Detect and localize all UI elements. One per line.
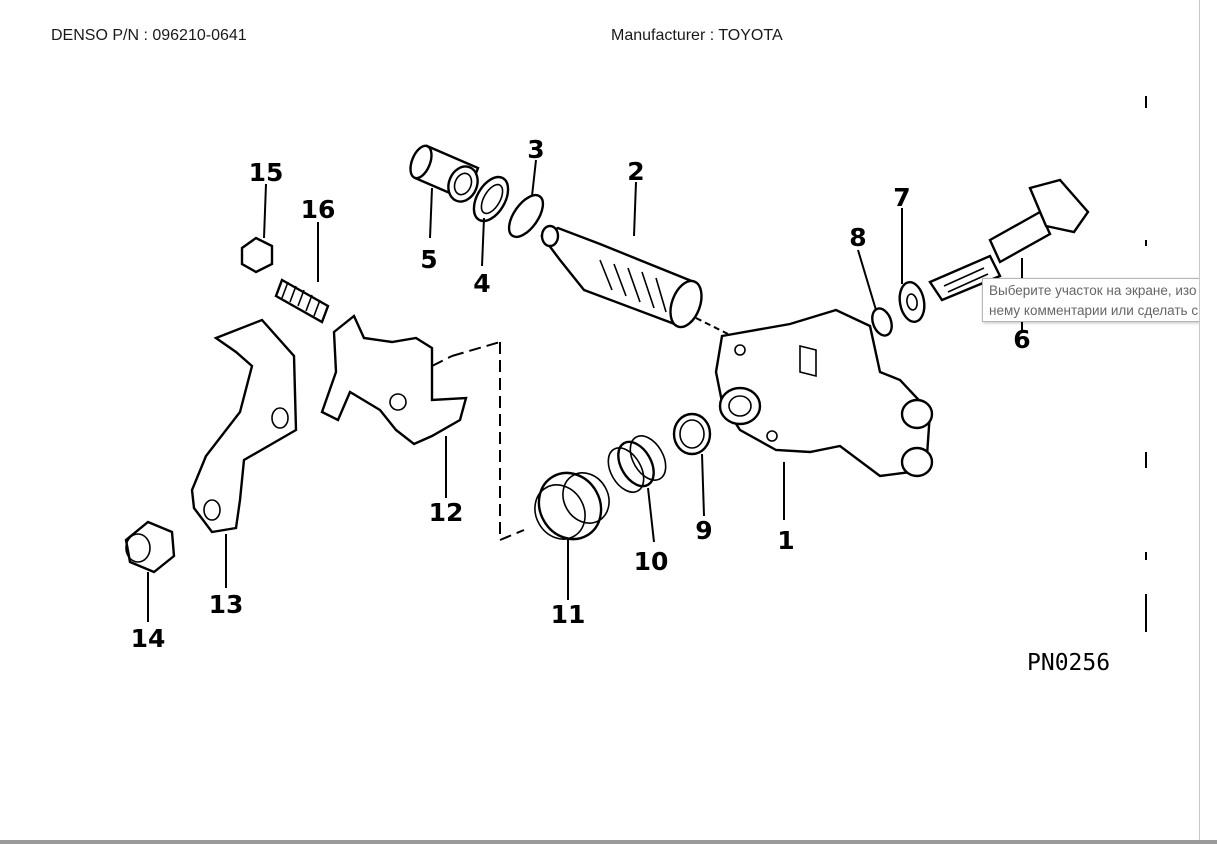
- part-16-screw: [274, 278, 330, 324]
- tooltip-line-2: нему комментарии или сделать с: [989, 303, 1199, 318]
- part-11-spring: [534, 471, 610, 541]
- callout-3: 3: [527, 135, 544, 164]
- callout-4: 4: [473, 269, 490, 298]
- part-13-lever-arm: [190, 318, 298, 534]
- part-5-sleeve: [409, 144, 480, 203]
- part-1-housing: [714, 308, 934, 478]
- callout-9: 9: [695, 516, 712, 545]
- part-number-label: DENSO P/N : 096210-0641: [51, 27, 247, 44]
- manufacturer-label: Manufacturer : TOYOTA: [611, 27, 783, 44]
- part-14-nut: [124, 520, 176, 574]
- part-9-bushing: [672, 412, 712, 456]
- callout-11: 11: [551, 600, 586, 629]
- callout-5: 5: [420, 245, 437, 274]
- part-15-nut: [240, 236, 274, 274]
- part-4-snap-ring: [472, 175, 510, 223]
- part-2-valve-body: [540, 224, 703, 329]
- part-6-shaft: [928, 178, 1090, 302]
- callout-13: 13: [209, 590, 244, 619]
- part-3-o-ring: [507, 193, 545, 239]
- callout-8: 8: [849, 223, 866, 252]
- leader-lines: [147, 159, 1023, 622]
- part-12-lever: [320, 314, 525, 541]
- callout-14: 14: [131, 624, 166, 653]
- callout-16: 16: [301, 195, 336, 224]
- annotation-tooltip: Выберите участок на экране, изо нему ком…: [982, 278, 1217, 322]
- window-bottom-edge: [0, 840, 1217, 844]
- tooltip-line-1: Выберите участок на экране, изо: [989, 283, 1197, 298]
- callout-6: 6: [1013, 325, 1030, 354]
- callout-1: 1: [777, 526, 794, 555]
- callout-10: 10: [634, 547, 669, 576]
- callout-7: 7: [893, 183, 910, 212]
- scroll-edge: [1199, 0, 1217, 844]
- part-10-spring: [607, 435, 667, 493]
- callout-12: 12: [429, 498, 464, 527]
- part-7-washer: [898, 280, 926, 324]
- diagram-code: PN0256: [1027, 650, 1110, 676]
- part-8-o-ring: [871, 307, 893, 337]
- callout-15: 15: [249, 158, 284, 187]
- callout-2: 2: [627, 157, 644, 186]
